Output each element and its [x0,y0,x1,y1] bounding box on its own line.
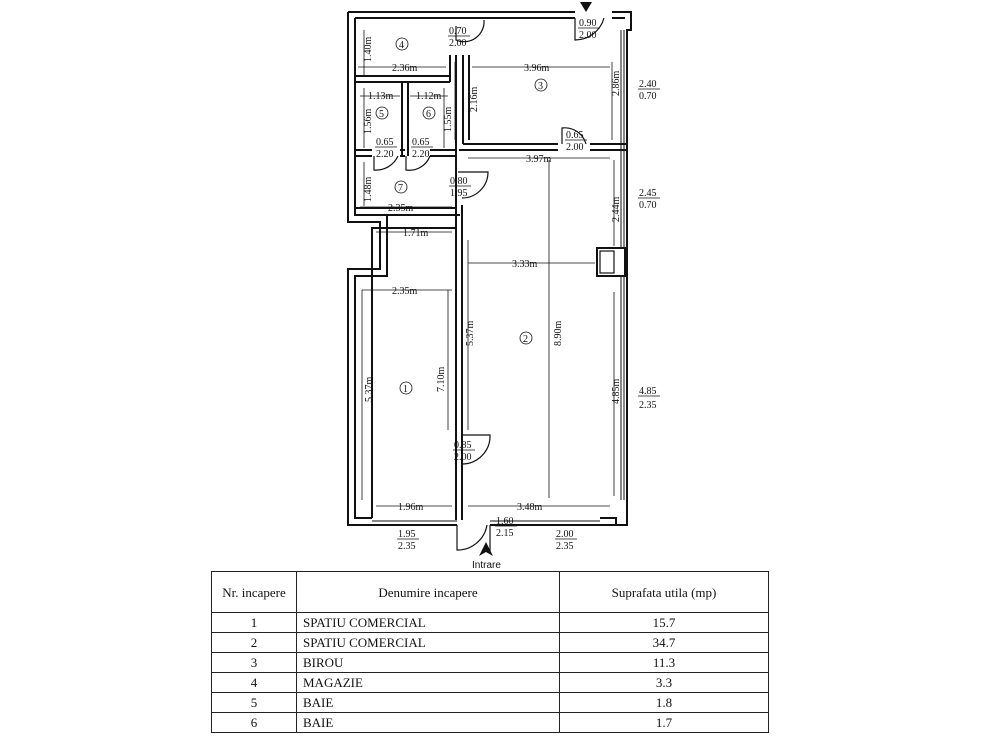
svg-text:2.00: 2.00 [556,529,574,540]
opening-label: 1.952.35 [397,529,419,552]
north-arrow [580,2,592,12]
svg-text:0.85: 0.85 [454,440,472,451]
room-number: 3 [538,81,543,92]
svg-text:1.60: 1.60 [496,516,514,527]
length-label: 7.10m [436,367,447,393]
dimension-lines [358,30,615,507]
room-number: 6 [426,109,431,120]
svg-text:2.35: 2.35 [556,541,574,552]
room-number: 1 [403,384,408,395]
length-label: 2.16m [469,87,480,113]
opening-label: 0.801.95 [449,176,471,199]
header-name: Denumire incapere [296,571,560,613]
svg-text:2.00: 2.00 [566,142,584,153]
entry-label: Intrare [472,560,501,571]
svg-text:0.70: 0.70 [639,91,657,102]
opening-label: 0.652.20 [411,137,433,160]
svg-text:0.70: 0.70 [449,26,467,37]
rooms-table: Nr. incapere Denumire incapere Suprafata… [211,571,769,733]
svg-text:2.00: 2.00 [579,30,597,41]
opening-label: 2.450.70 [638,188,660,211]
opening-labels: 0.902.00 0.702.00 2.400.70 2.450.70 4.85… [375,18,660,552]
length-label: 1.48m [363,177,374,203]
svg-text:1.95: 1.95 [398,529,416,540]
length-label: 3.96m [524,63,550,74]
svg-text:2.00: 2.00 [449,38,467,49]
opening-label: 0.652.20 [375,137,397,160]
length-label: 1.13m [368,91,394,102]
length-label: 8.90m [553,321,564,347]
length-label: 2.44m [611,197,622,223]
interior-walls [355,55,626,520]
length-label: 1.40m [363,37,374,63]
svg-text:2.40: 2.40 [639,79,657,90]
length-label: 2.35m [388,203,414,214]
length-label: 5.37m [465,321,476,347]
opening-label: 0.852.00 [453,440,475,463]
header-area: Suprafata utila (mp) [559,571,769,613]
svg-text:2.20: 2.20 [412,149,430,160]
length-label: 1.96m [398,502,424,513]
opening-label: 0.652.00 [565,130,587,153]
length-label: 4.85m [611,379,622,405]
length-label: 5.37m [364,377,375,403]
length-label: 1.12m [416,91,442,102]
svg-text:0.65: 0.65 [376,137,394,148]
length-label: 2.36m [392,63,418,74]
opening-label: 1.602.15 [495,516,517,539]
opening-label: 2.002.35 [555,529,577,552]
svg-text:2.35: 2.35 [639,400,657,411]
header-nr: Nr. incapere [211,571,297,613]
floor-plan: Intrare 1 2 3 4 5 [347,2,660,571]
opening-label: 0.902.00 [578,18,600,41]
svg-text:0.90: 0.90 [579,18,597,29]
length-label: 3.97m [526,154,552,165]
outer-walls [347,11,632,526]
length-label: 1.71m [403,228,429,239]
svg-text:0.70: 0.70 [639,200,657,211]
svg-text:0.65: 0.65 [412,137,430,148]
room-number: 4 [399,40,404,51]
svg-text:2.15: 2.15 [496,528,514,539]
room-numbers: 1 2 3 4 5 6 7 [375,37,548,395]
windows-right [372,30,625,522]
room-number: 5 [379,109,384,120]
svg-text:0.80: 0.80 [450,176,468,187]
svg-text:2.20: 2.20 [376,149,394,160]
svg-text:2.35: 2.35 [398,541,416,552]
entry-arrow-icon [479,542,493,556]
svg-text:1.95: 1.95 [450,188,468,199]
length-label: 3.48m [517,502,543,513]
length-labels: 1.40m 2.36m 3.96m 2.16m 2.86m 1.13m 1.56… [363,37,622,514]
svg-text:4.85: 4.85 [639,386,657,397]
door-arcs [373,17,605,552]
svg-text:2.00: 2.00 [454,452,472,463]
room-number: 2 [523,334,528,345]
opening-label: 0.702.00 [448,26,470,49]
column [596,247,626,277]
column-inner [599,250,615,274]
table-header-row: Nr. incapere Denumire incapere Suprafata… [211,571,769,613]
length-label: 2.86m [611,71,622,97]
svg-text:2.45: 2.45 [639,188,657,199]
room-number: 7 [398,183,403,194]
length-label: 1.55m [443,107,454,133]
opening-label: 4.85 2.35 [638,386,660,411]
svg-text:0.65: 0.65 [566,130,584,141]
length-label: 2.35m [392,286,418,297]
length-label: 3.33m [512,259,538,270]
opening-label: 2.400.70 [638,79,660,102]
length-label: 1.56m [363,109,374,135]
